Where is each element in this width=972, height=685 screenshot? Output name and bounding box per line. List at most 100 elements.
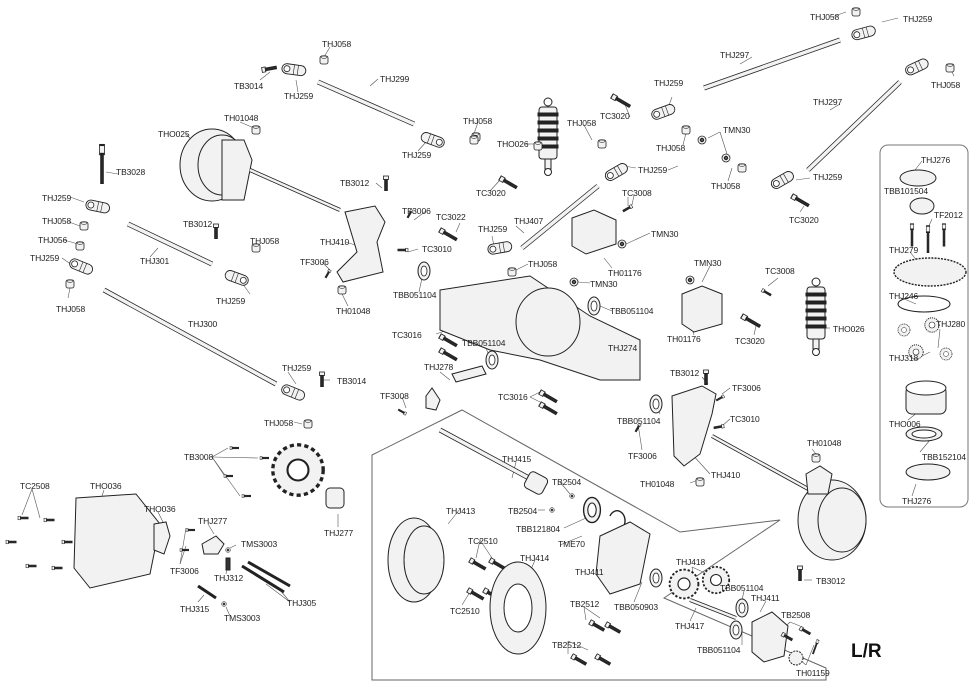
part-label: TF3006 [170, 566, 199, 576]
part-label: THJ413 [446, 506, 476, 516]
part-label: TF3006 [732, 383, 761, 393]
part-label: TC3010 [422, 244, 452, 254]
part-label: THJ301 [140, 256, 170, 266]
part-label: TMS3003 [241, 539, 278, 549]
part-label: THJ297 [813, 97, 843, 107]
part-label: THJ259 [282, 363, 312, 373]
part-label: THJ058 [250, 236, 280, 246]
part-label: THJ058 [56, 304, 86, 314]
part-label: THJ259 [638, 165, 668, 175]
part-label: THO025 [158, 129, 190, 139]
part-label: TMN30 [694, 258, 722, 268]
part-label: TB2512 [552, 640, 582, 650]
part-label: TC2508 [20, 481, 50, 491]
leader-lines [21, 11, 955, 666]
part-label: THJ276 [921, 155, 951, 165]
part-label: TC3016 [498, 392, 528, 402]
part-label: THJ418 [676, 557, 706, 567]
lr-marker: L/R [851, 641, 882, 662]
part-label: THJ274 [608, 343, 638, 353]
part-label: THJ411 [751, 593, 780, 603]
part-label: THJ279 [889, 245, 919, 255]
part-label: TH01048 [807, 438, 842, 448]
part-label: TB3008 [184, 452, 214, 462]
part-label: THJ058 [463, 116, 493, 126]
part-label: THO026 [833, 324, 865, 334]
part-label: THJ058 [42, 216, 72, 226]
part-label: THJ410 [711, 470, 741, 480]
part-label: THO026 [497, 139, 529, 149]
part-label: TB2504 [508, 506, 538, 516]
part-label: TH01048 [336, 306, 371, 316]
part-label: THJ259 [42, 193, 72, 203]
part-label: THJ414 [520, 553, 550, 563]
part-label: TC3020 [476, 188, 506, 198]
part-label: THJ259 [216, 296, 246, 306]
part-label: THJ259 [284, 91, 314, 101]
part-label: THO036 [144, 504, 176, 514]
part-label: TB3012 [816, 576, 846, 586]
part-label: THJ246 [889, 291, 919, 301]
part-label: TH01176 [667, 334, 701, 344]
part-label: TMN30 [651, 229, 679, 239]
part-label: THJ058 [567, 118, 597, 128]
part-label: TBB051104 [610, 306, 654, 316]
part-label: THJ259 [654, 78, 684, 88]
part-label: TC2510 [468, 536, 498, 546]
part-label: THJ058 [656, 143, 686, 153]
part-label: TB3012 [670, 368, 700, 378]
part-label: TH01159 [796, 668, 830, 678]
part-label: TBB051104 [697, 645, 741, 655]
part-label: TC2510 [450, 606, 480, 616]
part-label: TBB101504 [884, 186, 928, 196]
part-label: TB3012 [340, 178, 370, 188]
part-label: THJ058 [810, 12, 840, 22]
part-label: TC3022 [436, 212, 466, 222]
part-label: TB3014 [337, 376, 367, 386]
parts [5, 7, 967, 667]
part-label: THJ259 [478, 224, 508, 234]
lr-subassembly-outline [371, 409, 827, 681]
part-label: THJ318 [889, 353, 919, 363]
part-label: TC3010 [730, 414, 760, 424]
part-label: TC3020 [789, 215, 819, 225]
part-label: TF3008 [380, 391, 409, 401]
part-label: TB3014 [234, 81, 264, 91]
part-label: TBB050903 [614, 602, 658, 612]
part-label: THJ058 [931, 80, 961, 90]
part-label: TC3020 [735, 336, 765, 346]
part-label: TB3028 [116, 167, 146, 177]
part-label: TB3012 [183, 219, 213, 229]
part-label: THJ058 [264, 418, 294, 428]
part-label: THJ305 [287, 598, 317, 608]
part-label: TB2512 [570, 599, 600, 609]
part-label: THJ259 [402, 150, 432, 160]
part-label: THJ259 [903, 14, 933, 24]
part-label: THJ058 [711, 181, 741, 191]
part-label: THJ058 [322, 39, 352, 49]
part-label: THJ411 [575, 567, 604, 577]
part-label: TBB152104 [922, 452, 966, 462]
part-label: THJ278 [424, 362, 454, 372]
part-label: THJ259 [813, 172, 843, 182]
part-label: TB2504 [552, 477, 582, 487]
part-label: THJ276 [902, 496, 932, 506]
part-label: TC3008 [765, 266, 795, 276]
part-label: TMS3003 [224, 613, 261, 623]
part-label: THJ417 [675, 621, 705, 631]
part-label: TMN30 [590, 279, 618, 289]
differential-subassembly-box [879, 144, 969, 508]
part-label: TH01048 [224, 113, 259, 123]
part-label: TF3006 [628, 451, 657, 461]
part-label: THJ415 [502, 454, 532, 464]
part-label: THJ315 [180, 604, 210, 614]
part-label: TBB051104 [720, 583, 764, 593]
part-label: TF3006 [300, 257, 329, 267]
part-label: THJ277 [324, 528, 354, 538]
part-label: TBB121804 [516, 524, 560, 534]
part-label: TC3008 [622, 188, 652, 198]
part-label: THJ312 [214, 573, 244, 583]
part-label: THJ299 [380, 74, 410, 84]
part-label: TMN30 [723, 125, 751, 135]
